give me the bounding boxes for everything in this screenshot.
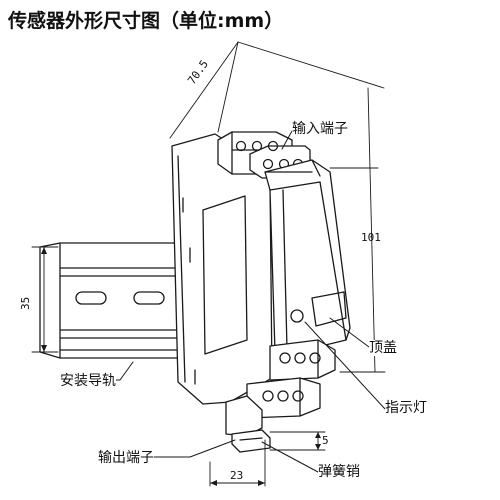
- label-indicator: 指示灯: [385, 400, 427, 416]
- upper-screw-4: [262, 158, 274, 170]
- dimension-arrows: [41, 247, 321, 486]
- label-input-terminal: 输入端子: [292, 121, 348, 137]
- lower-screw-4: [262, 390, 274, 402]
- upper-screw-1: [235, 140, 247, 152]
- dim-width: 23: [230, 469, 244, 482]
- lower-screw-5: [277, 390, 289, 402]
- label-top-cover: 顶盖: [369, 340, 397, 356]
- dim-pin: 5: [322, 434, 329, 447]
- lower-terminal-block: [225, 339, 336, 437]
- label-spring-pin: 弹簧销: [318, 464, 360, 480]
- top-cover-window: [311, 291, 347, 327]
- front-panel: [202, 195, 248, 355]
- upper-screw-3: [267, 140, 279, 152]
- label-output-terminal: 输出端子: [98, 450, 154, 466]
- indicator-light: [290, 309, 304, 323]
- top-cover: [264, 159, 351, 353]
- dim-height: 101: [361, 231, 381, 244]
- page-title: 传感器外形尺寸图（单位:mm）: [8, 10, 284, 32]
- label-rail: 安装导轨: [60, 373, 116, 389]
- lower-screw-6: [292, 390, 304, 402]
- upper-screw-2: [251, 140, 263, 152]
- lower-screw-2: [294, 352, 306, 364]
- lower-screw-1: [279, 352, 291, 364]
- rail-slot-left: [75, 291, 107, 305]
- din-rail: [39, 242, 186, 359]
- dimension-lines: [31, 41, 386, 487]
- rail-slot-right: [133, 291, 165, 305]
- spring-pin: [231, 429, 271, 453]
- dim-rail-height: 35: [19, 296, 32, 310]
- lower-screw-3: [309, 352, 321, 364]
